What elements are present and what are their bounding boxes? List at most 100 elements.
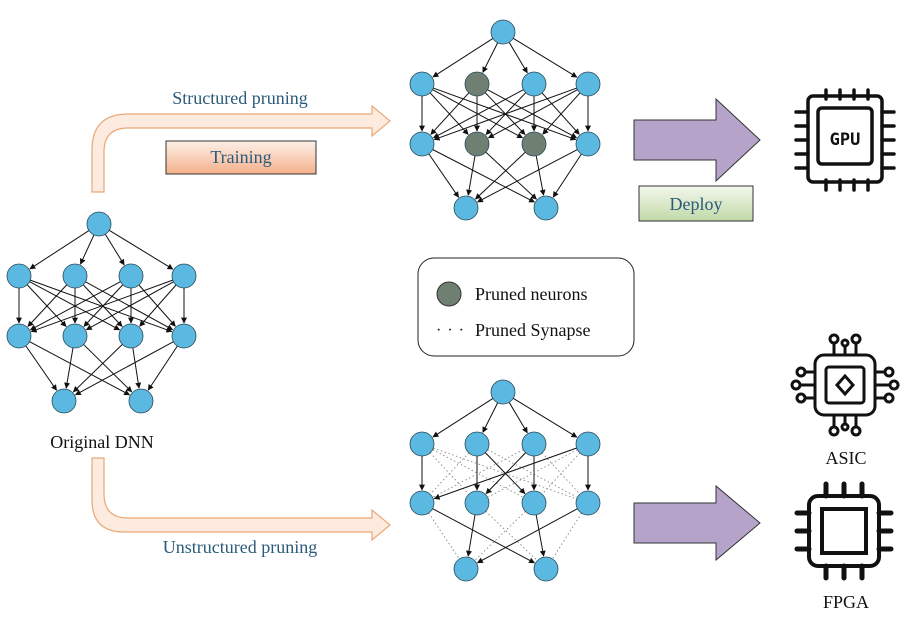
unstructured-pruning-label: Unstructured pruning: [163, 537, 317, 557]
original-dnn-edge: [74, 341, 174, 396]
unstructured-dnn-pruned-synapse: [428, 512, 460, 559]
structured-dnn-pruned-neuron: [521, 131, 547, 157]
original-dnn-edge: [72, 343, 123, 393]
structured-dnn-edge: [432, 89, 524, 139]
unstructured-dnn-pruned-synapse: [432, 449, 523, 498]
unstructured-dnn-pruned-synapse: [433, 447, 576, 500]
unstructured-dnn-neuron: [575, 490, 601, 516]
structured-dnn-edge: [476, 149, 578, 203]
asic-chip-icon: [790, 333, 900, 437]
structured-dnn-neuron: [533, 195, 559, 221]
original-dnn-neuron: [118, 323, 144, 349]
structured-dnn-edge: [433, 87, 577, 141]
structured-dnn-neuron: [490, 19, 516, 45]
hardware-arrow: [633, 484, 761, 562]
structured-dnn-edge: [482, 42, 499, 73]
structured-pruning-arrow: [91, 104, 391, 193]
unstructured-dnn-pruned-synapse: [487, 449, 577, 498]
unstructured-dnn-edge: [432, 508, 536, 564]
legend-pruned-neurons-label: Pruned neurons: [475, 284, 587, 304]
unstructured-dnn-edge: [432, 398, 494, 438]
gpu-chip-text: GPU: [830, 130, 861, 150]
deploy-arrow: [633, 97, 761, 183]
structured-dnn-edge: [487, 89, 578, 139]
structured-dnn-pruned-neuron: [464, 71, 490, 97]
original-dnn-edge: [25, 345, 58, 391]
structured-dnn-pruned-neuron: [464, 131, 490, 157]
unstructured-dnn-edge: [433, 447, 577, 500]
unstructured-dnn-edge: [512, 397, 578, 438]
structured-dnn-neuron: [409, 131, 435, 157]
unstructured-dnn-pruned-synapse: [429, 452, 469, 494]
unstructured-dnn-neuron: [464, 431, 490, 457]
original-dnn-edge: [79, 234, 95, 265]
original-dnn-edge: [139, 284, 177, 327]
gpu-chip-icon: GPU: [794, 88, 896, 192]
structured-dnn-edge: [552, 153, 582, 198]
training-label: Training: [210, 147, 271, 167]
unstructured-dnn-pruned-synapse: [488, 449, 578, 498]
original-dnn-edge: [29, 281, 121, 331]
original-dnn-edge: [85, 281, 174, 331]
network-edges: [16, 37, 591, 564]
unstructured-dnn-neuron: [409, 431, 435, 457]
original-dnn-neuron: [6, 323, 32, 349]
fpga-chip-icon: [794, 481, 894, 581]
original-dnn-edge: [132, 347, 142, 389]
legend-pruned-synapse-label: Pruned Synapse: [475, 320, 591, 340]
original-dnn-edge: [104, 233, 125, 266]
original-dnn-edge: [147, 345, 178, 391]
unstructured-pruning-arrow: [91, 457, 391, 542]
original-dnn-edge: [27, 284, 68, 327]
unstructured-dnn-pruned-synapse: [542, 452, 581, 494]
structured-dnn-neuron: [575, 131, 601, 157]
unstructured-dnn-pruned-synapse: [552, 512, 582, 559]
structured-dnn-neuron: [575, 71, 601, 97]
unstructured-dnn-edge: [482, 402, 499, 433]
unstructured-dnn-neuron: [521, 490, 547, 516]
unstructured-dnn-neuron: [453, 556, 479, 582]
original-dnn-neuron: [128, 388, 154, 414]
unstructured-dnn-edge: [466, 514, 476, 557]
unstructured-dnn-neuron: [490, 379, 516, 405]
fpga-label: FPGA: [823, 592, 869, 612]
unstructured-dnn-pruned-synapse: [485, 510, 537, 561]
original-dnn-edge: [64, 347, 74, 389]
legend-box: [417, 257, 635, 357]
original-dnn-neuron: [51, 388, 77, 414]
original-dnn-label: Original DNN: [50, 432, 153, 452]
original-dnn-edge: [30, 279, 173, 333]
original-dnn-neuron: [6, 263, 32, 289]
unstructured-dnn-edge: [508, 402, 528, 434]
legend-pruned-synapse-marker: · · ·: [436, 322, 465, 339]
structured-dnn-edge: [475, 151, 526, 200]
original-dnn-neuron: [118, 263, 144, 289]
unstructured-dnn-neuron: [575, 431, 601, 457]
unstructured-dnn-edge: [476, 508, 578, 564]
legend-pruned-neuron-swatch: [436, 281, 462, 307]
original-dnn-edge: [83, 344, 133, 393]
structured-dnn-edge: [542, 92, 581, 135]
structured-dnn-edge: [432, 149, 535, 203]
deploy-box: [638, 185, 754, 222]
unstructured-dnn-edge: [535, 514, 546, 557]
structured-dnn-edge: [432, 38, 494, 78]
original-dnn-neuron: [171, 263, 197, 289]
unstructured-dnn-neuron: [409, 490, 435, 516]
unstructured-dnn-neuron: [521, 431, 547, 457]
structured-dnn-neuron: [453, 195, 479, 221]
deploy-label: Deploy: [670, 194, 723, 214]
legend: Pruned neurons · · · Pruned Synapse: [417, 257, 635, 357]
structured-dnn-edge: [485, 151, 537, 200]
original-dnn-edge: [29, 230, 90, 270]
structured-dnn-neuron: [521, 71, 547, 97]
original-dnn-neuron: [86, 211, 112, 237]
structured-dnn-neuron: [409, 71, 435, 97]
original-dnn-neuron: [171, 323, 197, 349]
original-dnn-edge: [29, 341, 131, 396]
unstructured-dnn-pruned-synapse: [430, 452, 470, 494]
training-box: [165, 140, 317, 175]
structured-dnn-edge: [430, 92, 470, 135]
structured-dnn-edge: [466, 155, 476, 196]
